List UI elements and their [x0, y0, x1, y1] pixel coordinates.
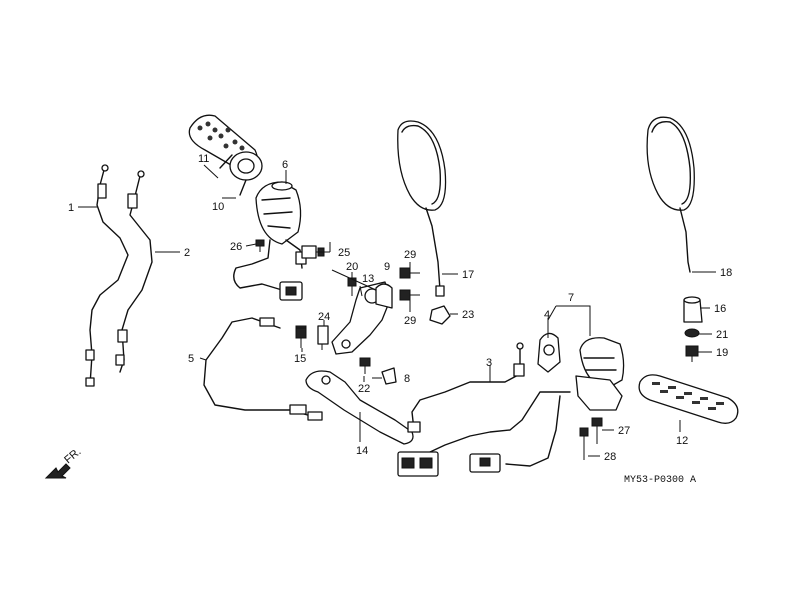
nut-23 [429, 305, 451, 325]
callout-21: 21 [716, 329, 728, 341]
callout-7: 7 [568, 292, 574, 304]
left-handlebar-switch [233, 181, 307, 301]
callout-16: 16 [714, 303, 726, 315]
callout-28: 28 [604, 451, 616, 463]
bolt-29a [399, 267, 420, 279]
throttle-grip [188, 114, 263, 196]
front-stop-switch [537, 332, 561, 373]
bolt-29b [399, 289, 420, 301]
callout-23: 23 [462, 309, 474, 321]
nut-21 [684, 328, 700, 338]
callout-4: 4 [544, 309, 550, 321]
callout-5: 5 [188, 353, 194, 365]
throttle-cable-return [115, 170, 153, 373]
callout-1: 1 [68, 202, 74, 214]
callout-29-upper: 29 [404, 249, 416, 261]
callout-labels: 1 2 3 4 5 6 7 8 9 10 11 12 13 14 15 16 1… [68, 153, 732, 463]
diagram-code: MY53-P0300 A [624, 475, 696, 486]
throttle-cable-pull [85, 164, 129, 387]
callout-22: 22 [358, 383, 370, 395]
right-handlebar-switch [397, 337, 625, 477]
throttle-cable-right [407, 342, 525, 433]
callout-20: 20 [346, 261, 358, 273]
callout-19: 19 [716, 347, 728, 359]
clamp-9 [375, 283, 393, 309]
bolt-19 [685, 345, 699, 362]
callout-11: 11 [198, 153, 209, 165]
callout-6: 6 [282, 159, 288, 171]
screw-28 [579, 427, 589, 460]
screw-26 [255, 239, 265, 252]
leader-lines [78, 164, 716, 457]
callout-25: 25 [338, 247, 350, 259]
adapter-16 [683, 296, 703, 323]
callout-3: 3 [486, 357, 492, 369]
callout-27: 27 [618, 425, 630, 437]
nut-22 [359, 357, 371, 374]
callout-12: 12 [676, 435, 688, 447]
switch-24 [317, 325, 329, 350]
callout-29-lower: 29 [404, 315, 416, 327]
callout-10: 10 [212, 201, 224, 213]
callout-15: 15 [294, 353, 306, 365]
callout-26: 26 [230, 241, 242, 253]
front-direction-arrow: FR. [44, 446, 84, 479]
callout-13: 13 [362, 273, 374, 285]
direction-label: FR. [62, 446, 83, 467]
callout-14: 14 [356, 445, 368, 457]
clutch-lever [305, 370, 414, 445]
right-grip [638, 374, 739, 424]
callout-8: 8 [404, 373, 410, 385]
screw-8 [381, 367, 397, 385]
callout-18: 18 [720, 267, 732, 279]
bolt-15 [295, 327, 307, 348]
right-mirror [646, 116, 695, 273]
callout-17: 17 [462, 269, 474, 281]
callout-9: 9 [384, 261, 390, 273]
screw-27 [591, 417, 603, 444]
callout-2: 2 [184, 247, 190, 259]
left-mirror [397, 120, 447, 297]
callout-24: 24 [318, 311, 330, 323]
